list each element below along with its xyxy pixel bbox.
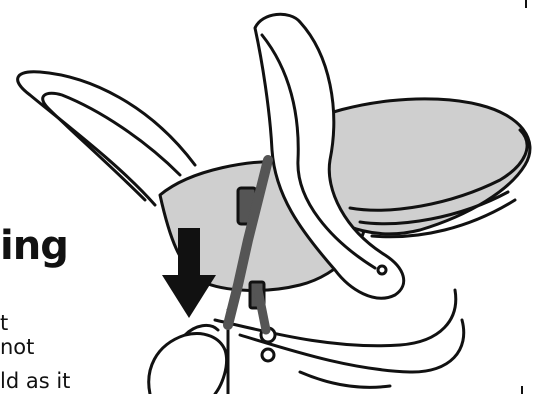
body-text-line-2: not	[0, 336, 34, 358]
handle-pivot	[378, 266, 386, 274]
latch-2	[262, 349, 274, 361]
body-text-line-3: ld as it	[0, 370, 70, 392]
canopy-outer	[18, 72, 195, 205]
body-text-line-1: t	[0, 312, 8, 334]
base-frame-3	[300, 372, 390, 387]
section-heading-fragment: ing	[0, 226, 68, 266]
hand	[149, 333, 227, 394]
canopy-inner	[43, 93, 180, 200]
